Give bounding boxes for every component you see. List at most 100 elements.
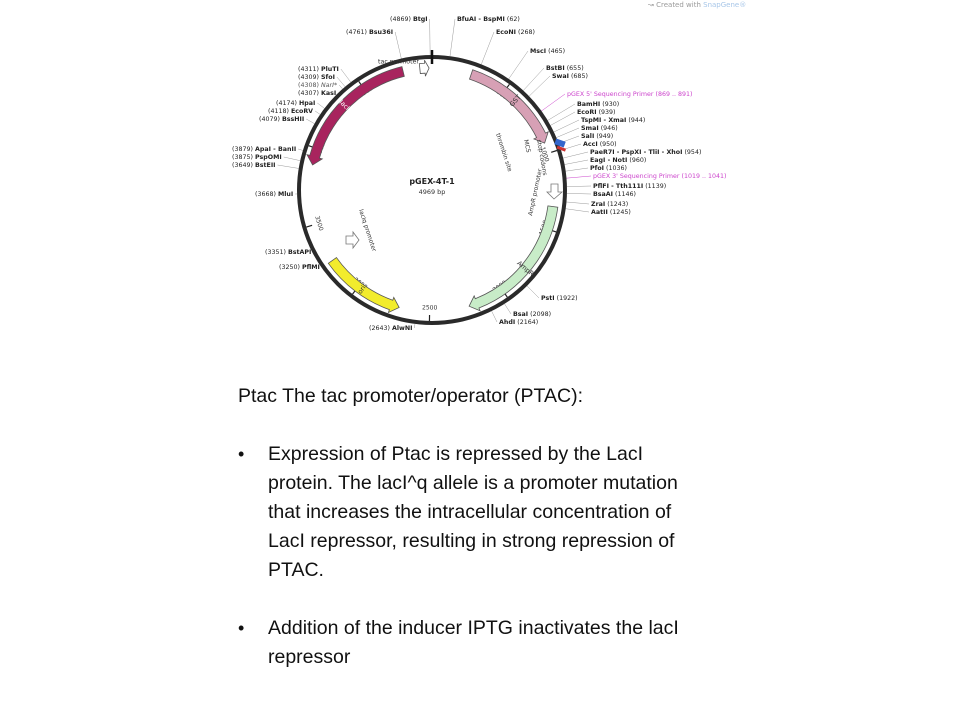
snapgene-credit: ↝ Created with SnapGene® [648,1,746,9]
site-smai: SmaI (946) [581,125,618,132]
site-leader [314,110,321,115]
stop-codon-marker [556,145,567,152]
site-leader [547,103,576,121]
bullet-repression: Expression of Ptac is repressed by the L… [238,440,708,585]
site-bstbi: BstBI (655) [546,65,584,72]
feature-arrow-tac [418,60,430,77]
site-leader [283,156,301,161]
site-ecorv: (4118) EcoRV [268,108,313,115]
site-leader [306,118,315,124]
site-pspomi: (3875) PspOMI [232,154,282,161]
feature-arrow-laci [306,66,405,166]
site-ahdi: AhdI (2164) [499,319,538,326]
site-pflmi: (3250) PflMI [279,264,320,271]
credit-arrow-icon: ↝ [648,1,654,9]
site-leader [394,31,402,59]
site-kasi: (4307) KasI [298,90,336,97]
laciq-promoter-arrow [345,230,360,250]
site-leader [564,159,589,165]
site-leader [566,185,592,187]
feature-arrow-ori [327,256,400,314]
site-leader [298,148,303,151]
site-pluti: (4311) PluTI [298,66,339,73]
site-zrai: ZraI (1243) [591,201,628,208]
site-leader [338,84,343,90]
credit-mark: ® [739,1,747,9]
inner-label-mcs: MCS [522,139,532,154]
bullet-list: Expression of Ptac is repressed by the L… [238,440,708,672]
feature-arrow-gst [468,69,549,144]
site-apai: (3879) ApaI - BanII [232,146,296,153]
site-bfuai: BfuAI - BspMI (62) [457,16,520,23]
site-bsteii: (3649) BstEII [232,162,276,169]
site-msci: MscI (465) [530,48,565,55]
site-leader [504,303,512,315]
site-leader [340,68,351,83]
ampr-promoter-arrow [546,183,564,200]
site-pgex5-primer: pGEX 5' Sequencing Primer (869 .. 891) [567,91,692,98]
inner-label-ampr-promoter: AmpR promoter [527,168,544,217]
site-ecori: EcoRI (939) [577,109,616,116]
ptac-heading: Ptac The tac promoter/operator (PTAC): [238,385,583,407]
plasmid-name: pGEX-4T-1 [409,177,455,186]
plasmid-size: 4969 bp [419,188,446,196]
inner-label-laciq-promoter: lacIq promoter [357,208,377,252]
site-btgi: (4869) BtgI [390,16,428,23]
site-pgex3-primer: pGEX 3' Sequencing Primer (1019 .. 1041) [593,173,726,180]
site-pflfi: PflFI - Tth111I (1139) [593,183,666,190]
site-bsshii: (4079) BssHII [259,116,304,123]
site-bsu36i: (4761) Bsu36I [346,29,393,36]
tick-label: 1000 [539,146,550,163]
site-leader [526,285,540,299]
site-sfoi: (4309) SfoI [298,74,335,81]
inner-label-thrombin: thrombin site [494,132,513,173]
site-pfoi: PfoI (1036) [590,165,627,172]
site-eagi: EagI - NotI (960) [590,157,646,164]
plasmid-map: 50010001500200025003000350040004500 GSTA… [232,16,726,332]
site-leader [553,119,580,133]
site-sali: SalI (949) [581,133,613,140]
site-alwni: (2643) AlwNI [369,325,412,332]
feature-arrows [306,60,559,314]
tick-label: 2500 [422,304,438,311]
site-leader [277,164,299,169]
site-psti: PstI (1922) [541,295,578,302]
site-bstapi: (3351) BstAPI [265,249,311,256]
site-leader-lines [277,18,592,329]
site-paer7i: PaeR7I - PspXI - TliI - XhoI (954) [590,149,701,156]
tick-label: 3500 [313,215,324,232]
site-leader [556,127,580,138]
description-text: Ptac The tac promoter/operator (PTAC): E… [238,382,708,701]
feature-label-ori: ori [356,284,368,296]
site-leader [565,208,590,213]
site-leader [491,311,498,323]
site-leader [317,102,325,109]
tick-mark [551,149,558,153]
credit-prefix: Created with [656,1,701,9]
site-leader [566,175,592,179]
bullet-iptg: Addition of the inducer IPTG inactivates… [238,614,708,672]
site-tspmi: TspMI - XmaI (944) [581,117,645,124]
feature-arrow-ampr [468,205,559,312]
site-leader [481,31,495,65]
bp-ticks: 50010001500200025003000350040004500 [306,81,558,321]
site-leader [508,50,529,80]
site-swai: SwaI (685) [552,73,588,80]
restriction-sites: (4869) BtgI (4761) Bsu36I BfuAI - BspMI … [232,16,726,332]
mcs-marker [554,138,566,148]
site-leader [414,323,416,329]
site-leader [566,201,590,205]
site-leader [563,151,589,159]
site-leader [566,193,592,195]
site-hpai: (4174) HpaI [276,100,315,107]
site-nari: (4308) NarI* [298,82,337,89]
site-leader [449,18,456,57]
tick-mark [306,224,313,228]
site-leader [550,111,576,126]
site-leader [523,67,545,91]
site-acci: AccI (950) [583,141,617,148]
site-leader [565,167,589,172]
site-leader [528,75,551,97]
site-aatii: AatII (1245) [591,209,631,216]
credit-brand: SnapGene [703,1,740,9]
